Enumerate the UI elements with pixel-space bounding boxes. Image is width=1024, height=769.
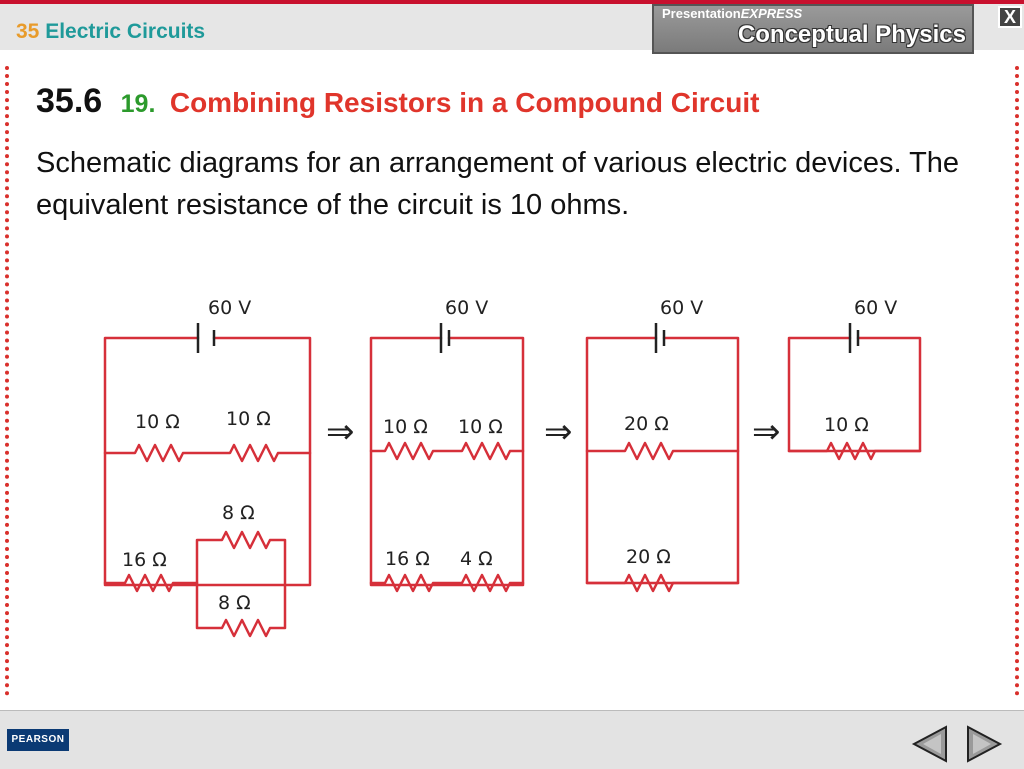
circuit-2-r3: 16 Ω [385,548,430,570]
close-button[interactable]: X [998,6,1022,28]
circuit-2-voltage: 60 V [445,297,488,319]
circuit-4-r1: 10 Ω [824,414,869,436]
circuit-1-r3: 16 Ω [122,549,167,571]
header-bar: 35 Electric Circuits PresentationEXPRESS… [0,0,1024,54]
brand-title: Conceptual Physics [737,21,966,48]
circuit-1: 60 V 10 Ω 10 Ω 16 Ω 8 Ω 8 Ω [103,297,312,638]
circuit-3-voltage: 60 V [660,297,703,319]
circuit-3-r2: 20 Ω [626,546,671,568]
circuit-4-voltage: 60 V [854,297,897,319]
circuit-2-r4: 4 Ω [460,548,493,570]
right-dotted-border [1015,66,1019,696]
circuit-1-r4: 8 Ω [222,502,255,524]
footer-bar: PEARSON [0,710,1024,769]
pearson-logo: PEARSON [7,729,69,751]
circuit-3-r1: 20 Ω [624,413,669,435]
slide-title: 35.6 19. Combining Resistors in a Compou… [36,82,759,121]
circuit-2-r2: 10 Ω [458,416,503,438]
figure-number: 19. [120,90,156,118]
circuit-2-r1: 10 Ω [383,416,428,438]
section-number: 35.6 [36,82,103,120]
arrow-2: ⇒ [544,412,573,452]
chapter-label: 35 Electric Circuits [16,20,205,44]
chapter-number: 35 [16,20,40,43]
circuit-3: 60 V 20 Ω 20 Ω [585,297,740,593]
brand-logo: PresentationEXPRESS Conceptual Physics [652,4,974,54]
slide-body-text: Schematic diagrams for an arrangement of… [36,147,960,221]
circuit-1-r5: 8 Ω [218,592,251,614]
circuit-1-voltage: 60 V [208,297,251,319]
previous-slide-button[interactable] [910,724,950,764]
next-slide-button[interactable] [964,724,1004,764]
circuit-2: 60 V 10 Ω 10 Ω 16 Ω 4 Ω [369,297,525,593]
circuit-1-r1: 10 Ω [135,411,180,433]
arrow-1: ⇒ [326,412,355,452]
figure-title: Combining Resistors in a Compound Circui… [169,87,760,118]
brand-subtitle: PresentationEXPRESS [662,6,803,21]
left-dotted-border [5,66,9,696]
circuit-diagram: .w { stroke:#d6303a; stroke-width:2.5; f… [103,297,922,638]
circuit-1-r2: 10 Ω [226,408,271,430]
chapter-name: Electric Circuits [45,20,206,43]
circuit-4: 60 V 10 Ω [787,297,922,461]
arrow-3: ⇒ [752,412,781,452]
